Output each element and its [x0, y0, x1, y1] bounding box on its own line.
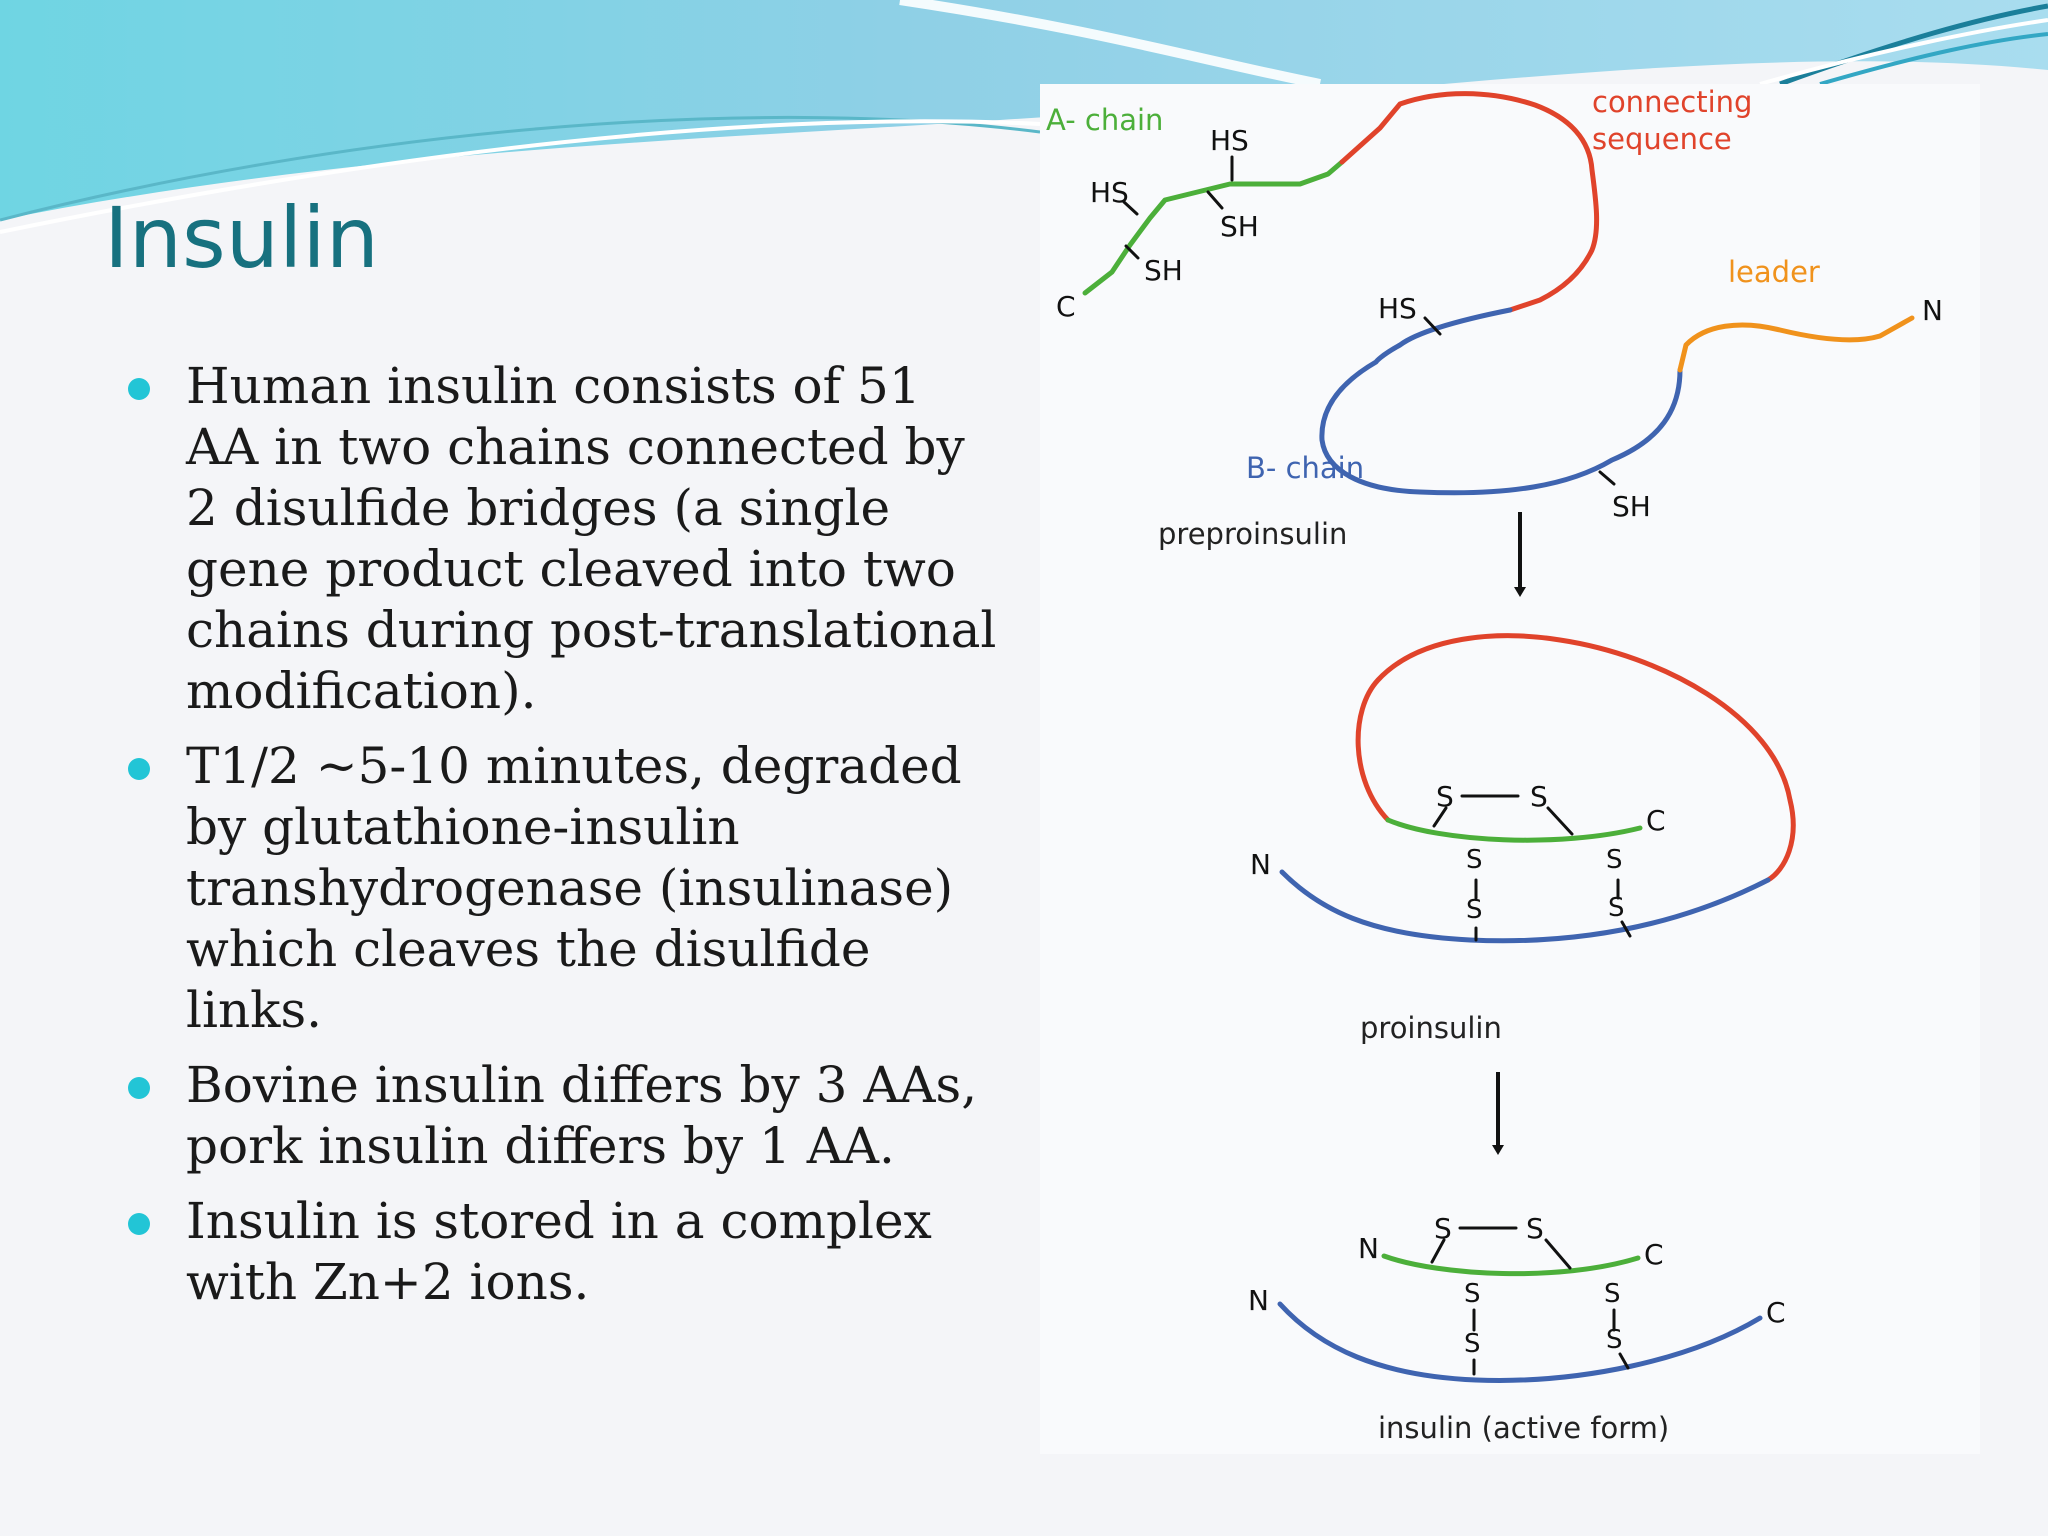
c-terminus-label: C: [1056, 290, 1076, 323]
thiol-label-sh: SH: [1144, 254, 1183, 287]
bullet-dot-icon: [128, 1213, 150, 1235]
thiol-label-sh: SH: [1612, 490, 1651, 523]
sulfur-label: S: [1464, 1329, 1481, 1359]
bullet-item: T1/2 ~5-10 minutes, degraded by glutathi…: [128, 736, 1008, 1041]
bullet-item: Insulin is stored in a complex with Zn+2…: [128, 1191, 1008, 1313]
disulfide-bond: [1546, 806, 1574, 836]
sulfur-label: S: [1606, 845, 1623, 875]
thiol-bond: [1423, 316, 1442, 336]
b-chain-strand: [1279, 869, 1771, 944]
slide-title: Insulin: [104, 189, 379, 287]
sulfur-label: S: [1526, 1212, 1544, 1245]
bullet-item: Human insulin consists of 51 AA in two c…: [128, 356, 1008, 722]
connecting-sequence-loop: [1355, 633, 1796, 883]
insulin-structure: [1277, 1226, 1763, 1383]
thiol-label-hs: HS: [1210, 124, 1249, 157]
insulin-processing-diagram: A- chain connecting sequence leader B- c…: [1046, 85, 1943, 1445]
b-chain-strand: [1277, 1301, 1763, 1383]
bullet-dot-icon: [128, 758, 150, 780]
n-terminus-label: N: [1358, 1232, 1379, 1265]
preproinsulin-label: preproinsulin: [1158, 517, 1347, 551]
preproinsulin-structure: [1082, 91, 1915, 496]
proinsulin-labels: S S C N S S S S proinsulin: [1250, 780, 1666, 1045]
sulfur-label: S: [1464, 1279, 1481, 1309]
bullet-item: Bovine insulin differs by 3 AAs, pork in…: [128, 1055, 1008, 1177]
disulfide-bond: [1618, 1352, 1630, 1370]
leader-label: leader: [1728, 255, 1820, 289]
sulfur-label: S: [1436, 780, 1454, 813]
bullet-list: Human insulin consists of 51 AA in two c…: [128, 356, 1008, 1327]
bullet-text: Human insulin consists of 51 AA in two c…: [186, 357, 997, 720]
sulfur-label: S: [1606, 1325, 1623, 1355]
proinsulin-structure: [1279, 633, 1796, 944]
sulfur-label: S: [1604, 1279, 1621, 1309]
bullet-dot-icon: [128, 1077, 150, 1099]
n-terminus-label: N: [1250, 848, 1271, 881]
bullet-text: T1/2 ~5-10 minutes, degraded by glutathi…: [186, 737, 962, 1039]
connecting-sequence-label: connecting: [1592, 85, 1752, 119]
thiol-label-hs: HS: [1378, 292, 1417, 325]
background-waves: [0, 0, 2048, 234]
connecting-sequence-label: sequence: [1592, 122, 1732, 156]
preproinsulin-labels: A- chain connecting sequence leader B- c…: [1046, 85, 1943, 551]
thiol-bond: [1124, 244, 1140, 260]
a-chain-strand: [1381, 1253, 1641, 1277]
disulfide-bond: [1432, 806, 1448, 828]
bullet-text: Insulin is stored in a complex with Zn+2…: [186, 1192, 932, 1311]
disulfide-bond: [1620, 920, 1632, 938]
thiol-label-hs: HS: [1090, 176, 1129, 209]
a-chain-strand: [1082, 159, 1345, 296]
disulfide-bond: [1430, 1238, 1446, 1264]
c-terminus-label: C: [1766, 1296, 1786, 1329]
thiol-bond: [1206, 190, 1224, 210]
bullet-text: Bovine insulin differs by 3 AAs, pork in…: [186, 1056, 978, 1175]
sulfur-label: S: [1608, 893, 1625, 923]
thiol-bond: [1122, 200, 1139, 216]
proinsulin-label: proinsulin: [1360, 1011, 1502, 1045]
thiol-bond: [1598, 470, 1616, 486]
b-chain-label: B- chain: [1246, 451, 1364, 485]
disulfide-bond: [1544, 1238, 1572, 1270]
a-chain-label: A- chain: [1046, 103, 1163, 137]
bullet-dot-icon: [128, 378, 150, 400]
n-terminus-label: N: [1248, 1284, 1269, 1317]
c-terminus-label: C: [1644, 1238, 1664, 1271]
sulfur-label: S: [1466, 895, 1483, 925]
thiol-label-sh: SH: [1220, 210, 1259, 243]
insulin-labels: S S N C N C S S S S insulin (active form…: [1248, 1212, 1786, 1445]
sulfur-label: S: [1466, 845, 1483, 875]
sulfur-label: S: [1434, 1212, 1452, 1245]
leader-strand: [1677, 315, 1915, 373]
n-terminus-label: N: [1922, 294, 1943, 327]
connecting-sequence-strand: [1339, 91, 1600, 313]
a-chain-strand: [1385, 817, 1643, 843]
sulfur-label: S: [1530, 780, 1548, 813]
b-chain-strand: [1319, 307, 1683, 496]
insulin-active-form-label: insulin (active form): [1378, 1411, 1669, 1445]
c-terminus-label: C: [1646, 804, 1666, 837]
